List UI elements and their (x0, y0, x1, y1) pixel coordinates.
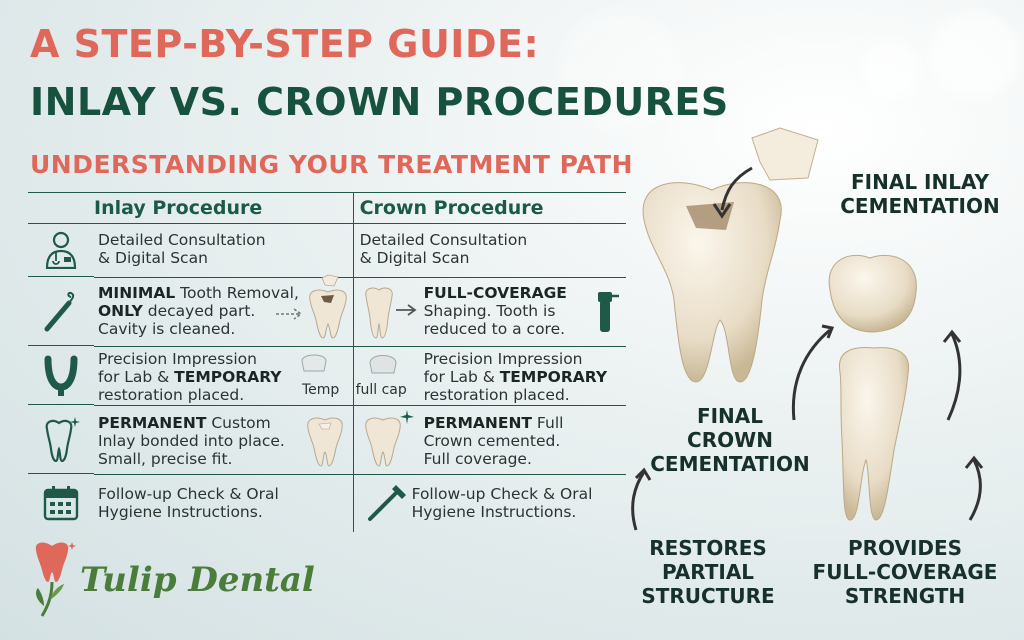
row4-crown-line2: Crown cemented. (423, 431, 561, 450)
row4-crown-bold1: PERMANENT (423, 413, 532, 432)
full-cap-label: full cap (355, 381, 407, 398)
row4-inlay-line3: Small, precise fit. (98, 449, 233, 468)
row1-crown-line1: Detailed Consultation (359, 231, 528, 249)
inlay-header: Inlay Procedure (94, 192, 354, 224)
crown-prep-tooth-icon (364, 287, 393, 339)
tooth-illustration (631, 127, 984, 531)
table-header-row: Inlay Procedure Crown Procedure (28, 192, 626, 224)
temp-label: Temp (302, 381, 340, 398)
tulip-tooth-logo-icon (35, 542, 76, 617)
cavity-tooth-icon (309, 289, 347, 339)
calendar-icon (28, 474, 94, 532)
tooth-sparkle-icon (28, 405, 94, 474)
row3-crown-text2: for Lab & (423, 367, 500, 386)
full-cap-icon (369, 354, 397, 373)
row2-inlay-line3: Cavity is cleaned. (98, 319, 236, 338)
table-row: Detailed Consultation & Digital Scan Det… (28, 223, 626, 278)
restores-caption: RESTORES PARTIAL STRUCTURE (641, 536, 775, 608)
row5-crown-line1: Follow-up Check & Oral (411, 484, 593, 503)
dentist-icon (28, 224, 94, 277)
row3-crown-line1: Precision Impression (423, 349, 583, 368)
row2-inlay-text2: decayed part. (142, 301, 256, 320)
arrow-icon (946, 333, 962, 421)
toothbrush-icon (367, 484, 406, 521)
table-row: PERMANENT Custom Inlay bonded into place… (28, 405, 626, 475)
row3-crown-bold2: TEMPORARY (499, 367, 608, 386)
row2-inlay-text1: Tooth Removal, (175, 283, 299, 302)
row3-crown-line3: restoration placed. (423, 385, 570, 404)
bokeh-light (560, 10, 680, 130)
table-row: Follow-up Check & Oral Hygiene Instructi… (28, 474, 626, 532)
arrow-icon (720, 166, 753, 211)
arrow-icon (968, 459, 982, 521)
procedure-table: Inlay Procedure Crown Procedure Detailed… (28, 192, 626, 532)
row4-inlay-text1: Custom (206, 413, 271, 432)
row2-crown-bold1: FULL-COVERAGE (423, 283, 567, 302)
prepared-tooth (838, 347, 910, 521)
row2-crown-line2: Shaping. Tooth is (423, 301, 556, 320)
row5-inlay-line1: Follow-up Check & Oral (98, 484, 279, 503)
arrow-icon (276, 307, 303, 320)
arrow-icon (395, 303, 417, 316)
row4-inlay-bold1: PERMANENT (98, 413, 207, 432)
row2-crown-line3: reduced to a core. (423, 319, 566, 338)
row3-inlay-text2: for Lab & (98, 367, 175, 386)
subtitle: UNDERSTANDING YOUR TREATMENT PATH (30, 150, 633, 179)
row4-inlay-line2: Inlay bonded into place. (98, 431, 285, 450)
row1-inlay-line2: & Digital Scan (98, 249, 208, 267)
dental-probe-icon (28, 277, 94, 346)
row1-inlay-line1: Detailed Consultation (98, 231, 266, 249)
impression-tray-icon (28, 346, 94, 405)
crown-cap (828, 254, 917, 333)
row3-inlay-line3: restoration placed. (98, 385, 245, 404)
row3-inlay-bold2: TEMPORARY (174, 367, 282, 386)
row1-crown-line2: & Digital Scan (359, 249, 470, 267)
provides-caption: PROVIDES FULL-COVERAGE STRENGTH (812, 536, 998, 608)
row3-inlay-line1: Precision Impression (98, 349, 257, 368)
inlay-tooth-icon (307, 417, 343, 467)
logo-name: Tulip Dental (80, 560, 315, 600)
sparkle-icon (399, 409, 414, 424)
title-line-1: A STEP-BY-STEP GUIDE: (30, 22, 540, 66)
table-row: MINIMAL Tooth Removal, ONLY decayed part… (28, 274, 626, 347)
bokeh-light (930, 10, 1020, 100)
final-inlay-caption: FINAL INLAY CEMENTATION (840, 170, 1000, 218)
row2-inlay-bold1: MINIMAL (98, 283, 176, 302)
title-line-2: INLAY VS. CROWN PROCEDURES (30, 80, 729, 124)
arrow-icon (791, 328, 831, 421)
bokeh-light (860, 40, 920, 100)
inlay-piece (751, 127, 819, 181)
row2-inlay-bold2: ONLY (98, 301, 143, 320)
inlay-tooth-large (642, 182, 782, 383)
row4-crown-line3: Full coverage. (423, 449, 532, 468)
crown-header: Crown Procedure (353, 192, 626, 224)
crowned-tooth-icon (364, 417, 401, 467)
row5-inlay-line2: Hygiene Instructions. (98, 502, 263, 521)
final-crown-caption: FINAL CROWN CEMENTATION (650, 404, 810, 476)
table-row: Precision Impression for Lab & TEMPORARY… (28, 346, 626, 406)
arrow-icon (631, 471, 646, 531)
inlay-piece-icon (321, 274, 339, 286)
row5-crown-line2: Hygiene Instructions. (411, 502, 577, 521)
temp-filling-icon (301, 354, 327, 371)
row4-crown-text1: Full (532, 413, 564, 432)
dental-drill-icon (597, 291, 619, 332)
